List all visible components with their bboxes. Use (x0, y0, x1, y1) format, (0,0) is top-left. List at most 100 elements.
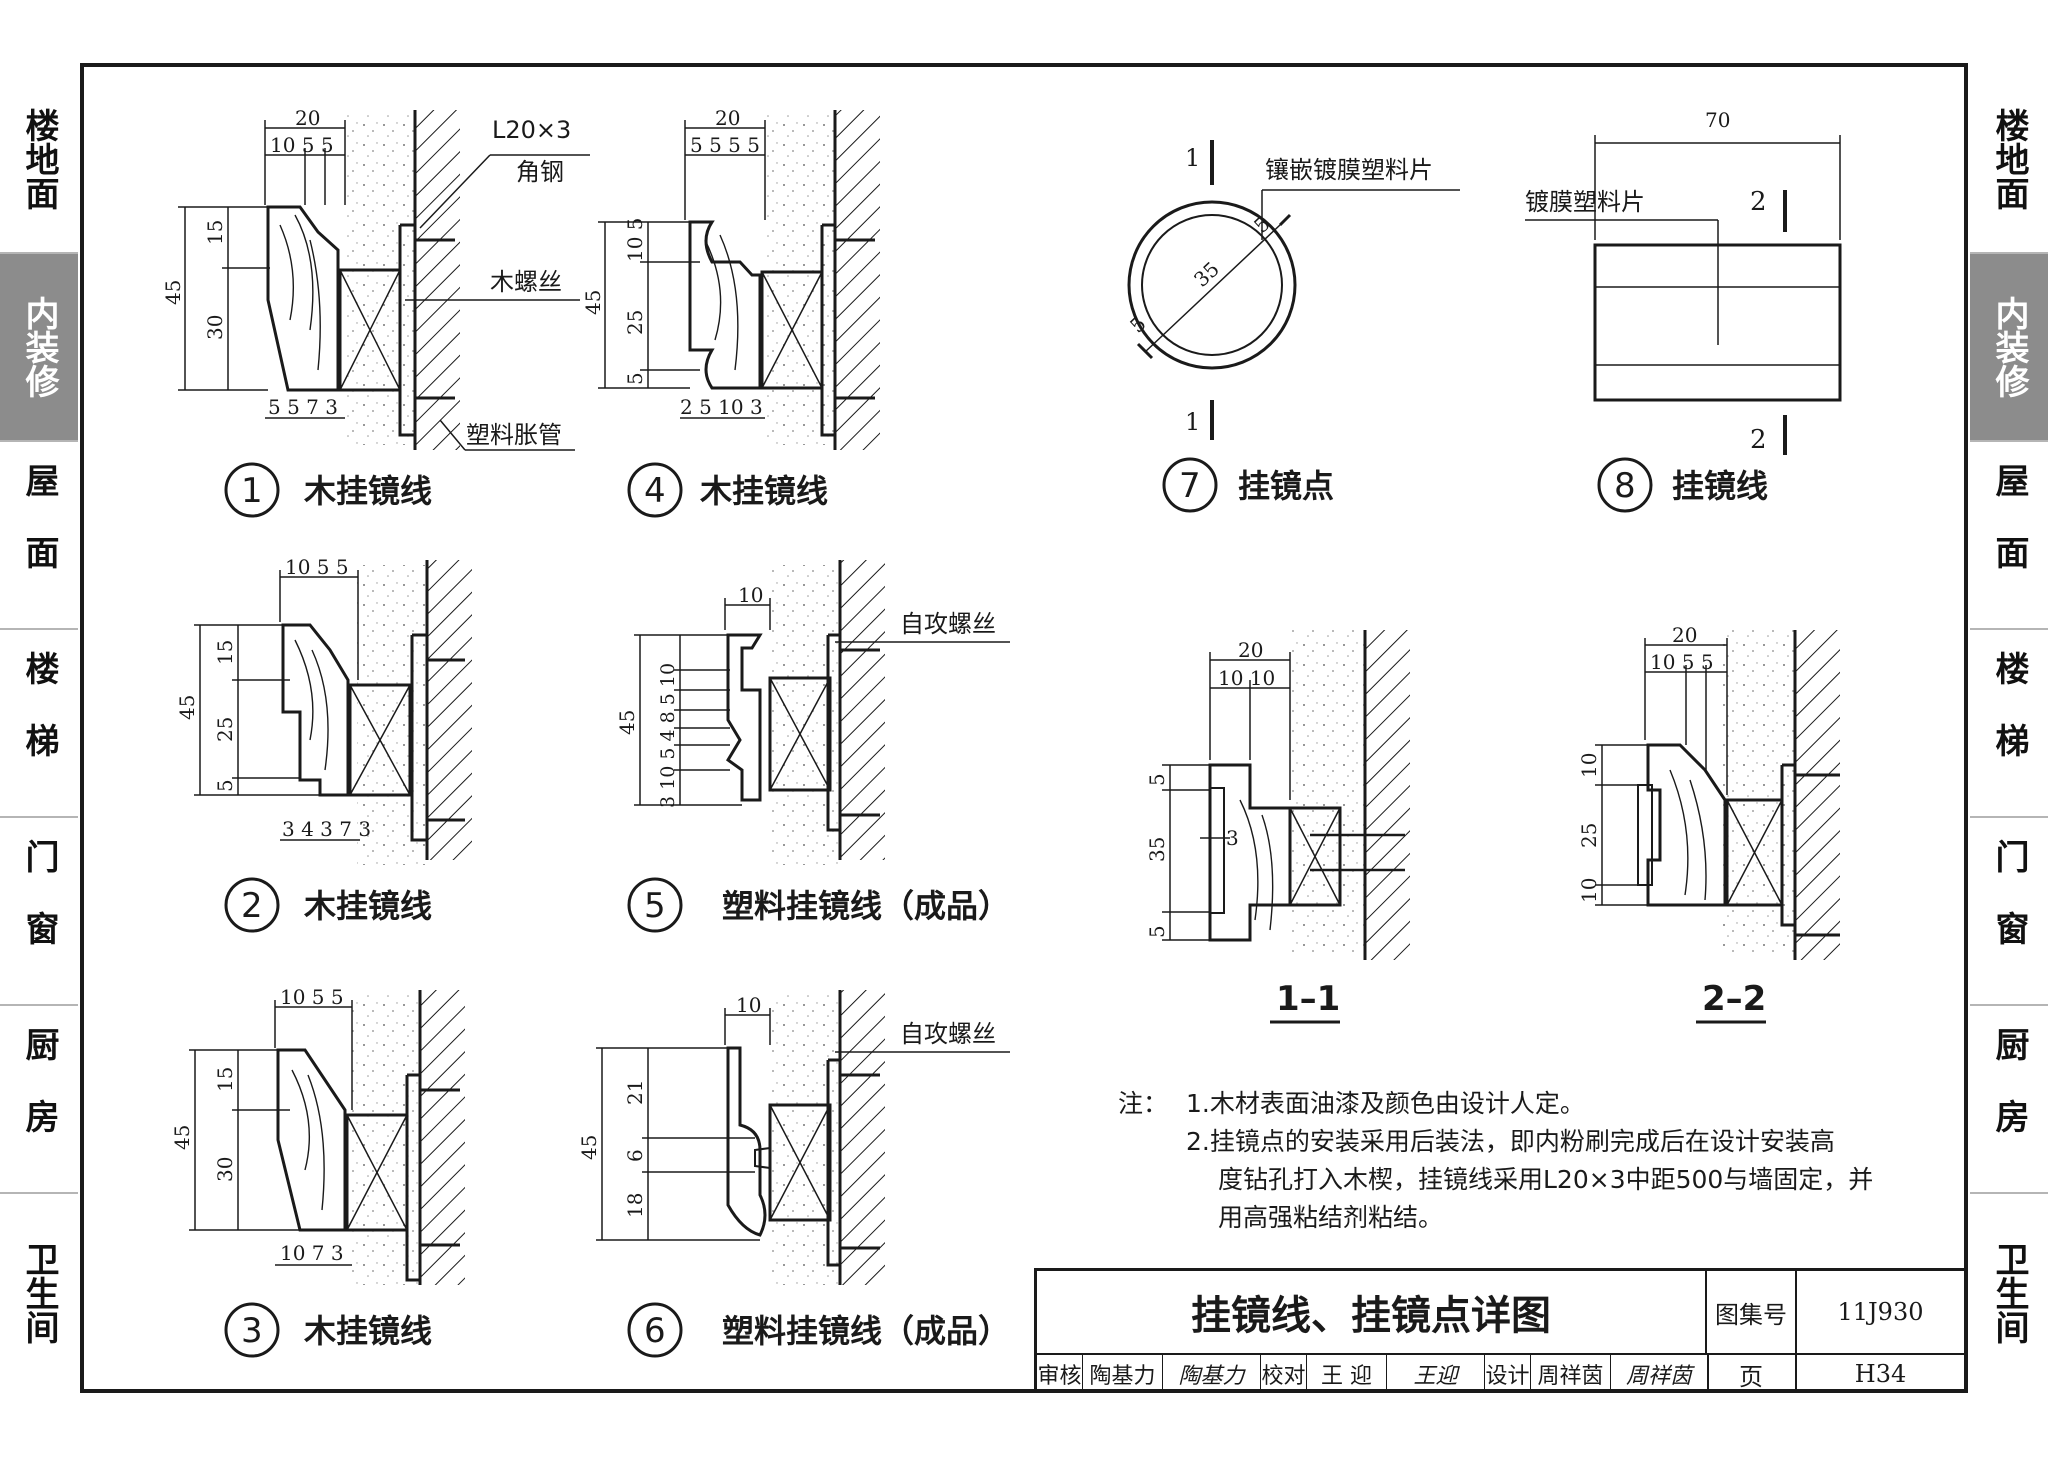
sidebar-left-item-roof[interactable]: 屋面 (0, 442, 78, 630)
d2-dim-left-c: 5 (213, 779, 237, 792)
d4-dim-left-total: 45 (581, 290, 605, 315)
d6-dim-top: 10 (736, 993, 761, 1017)
sidebar-right-label-kitchen: 厨房 (1989, 1027, 2029, 1171)
d3-dim-left-total: 45 (170, 1125, 194, 1150)
d5-number: 5 (644, 886, 666, 926)
d3-number: 3 (241, 1311, 263, 1351)
d4-dim-left-a: 10 5 (623, 217, 647, 262)
sidebar-right-label-floor: 楼地面 (1989, 108, 2029, 210)
s22-dim-left-b: 25 (1577, 823, 1601, 848)
d5-dim-top: 10 (738, 583, 763, 607)
sidebar-right-item-bathroom[interactable]: 卫生间 (1970, 1194, 2048, 1392)
d6-dim-left-c: 18 (623, 1193, 647, 1218)
sidebar-left-label-kitchen: 厨房 (19, 1027, 59, 1171)
d6-caption: 塑料挂镜线（成品） (722, 1312, 1010, 1350)
d8-section-mark-top: 2 (1750, 187, 1767, 217)
d7-section-mark-top: 1 (1185, 144, 1200, 172)
sidebar-left-label-interior: 内装修 (19, 296, 59, 398)
s11-caption: 1–1 (1276, 979, 1340, 1019)
d1-dim-left-total: 45 (161, 280, 185, 305)
d7-number-circle (1162, 457, 1218, 513)
d8-caption: 挂镜线 (1672, 467, 1768, 505)
d2-number: 2 (241, 886, 263, 926)
d1-dim-top-split: 10 5 5 (270, 133, 334, 157)
notes-line-1: 1.木材表面油漆及颜色由设计人定。 (1186, 1089, 1585, 1118)
d1-caption: 木挂镜线 (303, 472, 432, 510)
d2-caption: 木挂镜线 (303, 887, 432, 925)
sidebar-right-label-interior: 内装修 (1989, 296, 2029, 398)
sidebar-left-item-interior[interactable]: 内装修 (0, 254, 78, 442)
d4-caption: 木挂镜线 (699, 472, 828, 510)
sidebar-right-item-roof[interactable]: 屋面 (1970, 442, 2048, 630)
d4-dim-top: 20 (715, 106, 740, 130)
label-self-tapping-screw-5: 自攻螺丝 (900, 610, 996, 638)
sidebar-right-item-interior[interactable]: 内装修 (1970, 254, 2048, 442)
notes-line-2b: 度钻孔打入木楔，挂镜线采用L20×3中距500与墙固定，并 (1218, 1165, 1874, 1194)
d2-dim-bottom: 3 4 3 7 3 (282, 817, 371, 841)
d2-dim-top-split: 10 5 5 (285, 555, 349, 579)
sidebar-right-item-floor[interactable]: 楼地面 (1970, 66, 2048, 254)
d2-dim-left-a: 15 (213, 640, 237, 665)
notes-line-2a: 2.挂镜点的安装采用后装法，即内粉刷完成后在设计安装高 (1186, 1127, 1835, 1156)
d5-dim-left-total: 45 (615, 710, 639, 735)
page-number: H34 (1854, 1360, 1907, 1388)
d1-dim-left-a: 15 (203, 220, 227, 245)
sidebar-right-item-kitchen[interactable]: 厨房 (1970, 1006, 2048, 1194)
sidebar-left-item-doors[interactable]: 门窗 (0, 818, 78, 1006)
d3-caption: 木挂镜线 (303, 1312, 432, 1350)
d4-dim-top-split: 5 5 5 5 (690, 133, 760, 157)
checker-signature: 王迎 (1387, 1355, 1485, 1393)
d5-number-circle (627, 877, 683, 933)
designer-signature: 周祥茵 (1625, 1364, 1692, 1389)
d4-number-circle (627, 462, 683, 518)
s22-dim-top: 20 (1672, 623, 1697, 647)
sidebar-left-item-kitchen[interactable]: 厨房 (0, 1006, 78, 1194)
sidebar-right-item-stairs[interactable]: 楼梯 (1970, 630, 2048, 818)
sidebar-right-item-doors[interactable]: 门窗 (1970, 818, 2048, 1006)
d7-number: 7 (1179, 466, 1201, 506)
d4-dim-left-c: 5 (623, 372, 647, 385)
d1-dim-top: 20 (295, 106, 320, 130)
signature-row: 审核 陶基力 陶基力 校对 王 迎 王迎 设计 周祥茵 周祥茵 (1037, 1355, 1709, 1393)
sidebar-right-label-bathroom: 卫生间 (1989, 1242, 2029, 1344)
atlas-number: 11J930 (1797, 1271, 1964, 1355)
d3-dim-left-a: 15 (213, 1067, 237, 1092)
detail-3: 10 5 5 45 15 30 10 7 3 3 木挂镜线 (170, 985, 465, 1358)
s11-dim-left-a: 5 (1145, 773, 1169, 786)
sidebar-right-label-doors: 门窗 (1989, 839, 2029, 983)
s11-dim-left-b: 35 (1145, 837, 1169, 862)
detail-2: 10 5 5 45 15 25 5 3 4 3 7 3 2 木挂镜线 (175, 555, 472, 933)
label-film-sheet: 镀膜塑料片 (1525, 188, 1645, 216)
d3-number-circle (224, 1302, 280, 1358)
atlas-number-label: 图集号 (1707, 1271, 1797, 1355)
d4-number: 4 (644, 471, 666, 511)
d1-dim-bottom: 5 5 7 3 (268, 395, 338, 419)
d3-dim-left-b: 30 (213, 1157, 237, 1182)
d6-number: 6 (644, 1311, 666, 1351)
s22-caption: 2–2 (1702, 979, 1766, 1019)
sidebar-left-item-bathroom[interactable]: 卫生间 (0, 1194, 78, 1392)
s22-dim-left-c: 10 (1577, 878, 1601, 903)
label-inlay-film: 镶嵌镀膜塑料片 (1265, 156, 1433, 184)
label-angle-steel: L20×3 (492, 116, 571, 144)
label-angle-steel-2: 角钢 (516, 158, 564, 186)
sidebar-left-label-doors: 门窗 (19, 839, 59, 983)
drawing-frame (80, 63, 1968, 1393)
sidebar-right-label-roof: 屋面 (1989, 463, 2029, 607)
reviewer-name: 陶基力 (1083, 1355, 1163, 1393)
s22-dim-left-a: 10 (1577, 753, 1601, 778)
d6-dim-left-b: 6 (623, 1149, 647, 1162)
d3-dim-bottom: 10 7 3 (280, 1241, 344, 1265)
sidebar-left: 楼地面 内装修 屋面 楼梯 门窗 厨房 卫生间 (0, 66, 78, 1392)
d1-number-circle (224, 462, 280, 518)
s11-dim-top: 20 (1238, 638, 1263, 662)
d8-number: 8 (1614, 466, 1636, 506)
d6-number-circle (627, 1302, 683, 1358)
check-label: 校对 (1261, 1355, 1307, 1393)
sidebar-left-item-floor[interactable]: 楼地面 (0, 66, 78, 254)
s11-dim-top-split: 10 10 (1218, 666, 1275, 690)
design-label: 设计 (1485, 1355, 1531, 1393)
sidebar-left-item-stairs[interactable]: 楼梯 (0, 630, 78, 818)
section-1-1: 20 10 10 5 35 5 3 1–1 (1145, 630, 1410, 1024)
